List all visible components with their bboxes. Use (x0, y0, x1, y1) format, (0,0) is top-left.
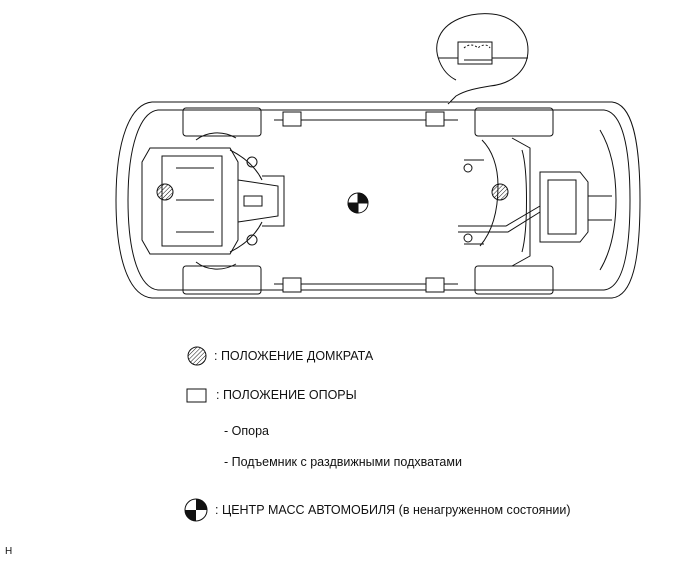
rear-left-wheel (474, 107, 554, 137)
support-point-rear-left (425, 111, 445, 127)
center-of-mass-icon (184, 498, 208, 522)
corner-label: H (5, 546, 13, 557)
support-detail-callout (436, 13, 529, 105)
support-point-front-right (282, 277, 302, 293)
legend-support-point-label: : ПОЛОЖЕНИЕ ОПОРЫ (216, 388, 357, 402)
support-item-lift: - Подъемник с раздвижными подхватами (224, 455, 462, 469)
center-of-mass-marker (347, 192, 369, 214)
legend-center-of-mass-label: : ЦЕНТР МАСС АВТОМОБИЛЯ (в ненагруженном… (215, 503, 571, 517)
legend-center-of-mass: : ЦЕНТР МАСС АВТОМОБИЛЯ (в ненагруженном… (183, 497, 570, 523)
jack-point-front (156, 183, 174, 201)
front-left-wheel (182, 107, 262, 137)
front-right-wheel (182, 265, 262, 295)
support-item-stand: - Опора (224, 424, 269, 438)
square-outline-icon (186, 388, 207, 403)
legend-support-point: : ПОЛОЖЕНИЕ ОПОРЫ (186, 386, 357, 404)
rear-right-wheel (474, 265, 554, 295)
support-point-front-left (282, 111, 302, 127)
legend-jack-point: : ПОЛОЖЕНИЕ ДОМКРАТА (186, 345, 373, 367)
jack-point-rear (491, 183, 509, 201)
vehicle-body-outline (115, 101, 641, 299)
hatched-circle-icon (187, 346, 207, 366)
support-point-rear-right (425, 277, 445, 293)
legend-jack-point-label: : ПОЛОЖЕНИЕ ДОМКРАТА (214, 349, 374, 363)
